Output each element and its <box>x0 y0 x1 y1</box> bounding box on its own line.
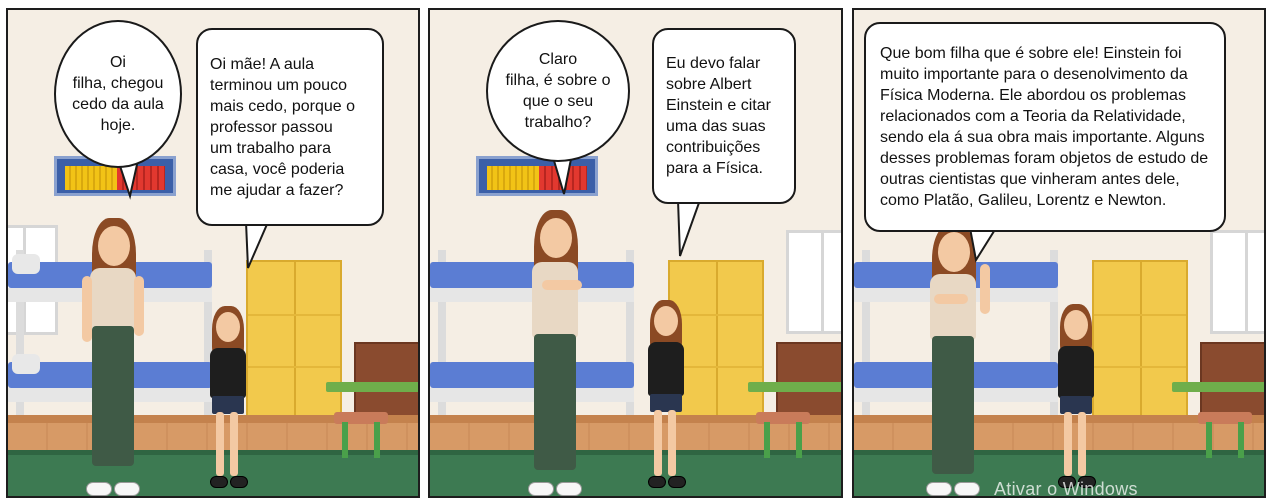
pillow <box>12 254 40 274</box>
rug <box>854 450 1264 496</box>
speech-text: Oi mãe! A aula terminou um pouco mais ce… <box>210 55 355 199</box>
speech-text: Eu devo falar sobre Albert Einstein e ci… <box>666 55 771 177</box>
daughter-character <box>644 300 694 496</box>
speech-bubble-daughter: Oi mãe! A aula terminou um pouco mais ce… <box>196 28 384 226</box>
wardrobe <box>246 260 342 418</box>
bunk-bed-frame <box>430 388 634 402</box>
dresser <box>354 342 418 418</box>
speech-text: Que bom filha que é sobre ele! Einstein … <box>880 45 1209 209</box>
stool <box>334 412 388 424</box>
bunk-bed-bottom <box>430 362 634 388</box>
window <box>786 230 841 334</box>
bunk-bed-post <box>1050 250 1058 415</box>
rug <box>8 450 418 496</box>
daughter-character <box>206 306 256 496</box>
stool <box>756 412 810 424</box>
speech-bubble-mother: Que bom filha que é sobre ele! Einstein … <box>864 22 1226 232</box>
comic-panel-3: Que bom filha que é sobre ele! Einstein … <box>852 8 1266 498</box>
bunk-bed-post <box>204 250 212 415</box>
bookshelf <box>476 156 598 196</box>
speech-bubble-mother: Claro filha, é sobre o que o seu trabalh… <box>486 20 630 162</box>
speech-bubble-tail <box>968 227 998 263</box>
speech-bubble-daughter: Eu devo falar sobre Albert Einstein e ci… <box>652 28 796 204</box>
comic-panel-2: Claro filha, é sobre o que o seu trabalh… <box>428 8 843 498</box>
speech-bubble-tail <box>676 199 702 257</box>
bookshelf <box>54 156 176 196</box>
dresser <box>776 342 841 418</box>
window <box>1210 230 1264 334</box>
desk <box>1172 382 1264 392</box>
daughter-character <box>1054 304 1104 496</box>
bunk-bed-post <box>438 250 446 415</box>
mother-character <box>920 224 1000 496</box>
books-yellow <box>65 166 121 190</box>
bunk-bed-post <box>626 250 634 415</box>
pillow <box>12 354 40 374</box>
mother-character <box>522 210 602 496</box>
mother-character <box>80 218 160 496</box>
books-yellow <box>487 166 543 190</box>
speech-bubble-tail <box>244 221 270 269</box>
speech-text: Claro filha, é sobre o que o seu trabalh… <box>505 51 611 131</box>
dresser <box>1200 342 1264 418</box>
rug <box>430 450 841 496</box>
desk <box>748 382 841 392</box>
speech-text: Oi filha, chegou cedo da aula hoje. <box>72 54 164 134</box>
speech-bubble-mother: Oi filha, chegou cedo da aula hoje. <box>54 20 182 168</box>
bunk-bed-post <box>862 250 870 415</box>
comic-panel-1: Oi filha, chegou cedo da aula hoje. Oi m… <box>6 8 420 498</box>
stool <box>1198 412 1252 424</box>
windows-activation-watermark: Ativar o Windows <box>994 479 1138 499</box>
wardrobe <box>1092 260 1188 418</box>
desk <box>326 382 418 392</box>
bunk-bed-post <box>16 250 24 415</box>
